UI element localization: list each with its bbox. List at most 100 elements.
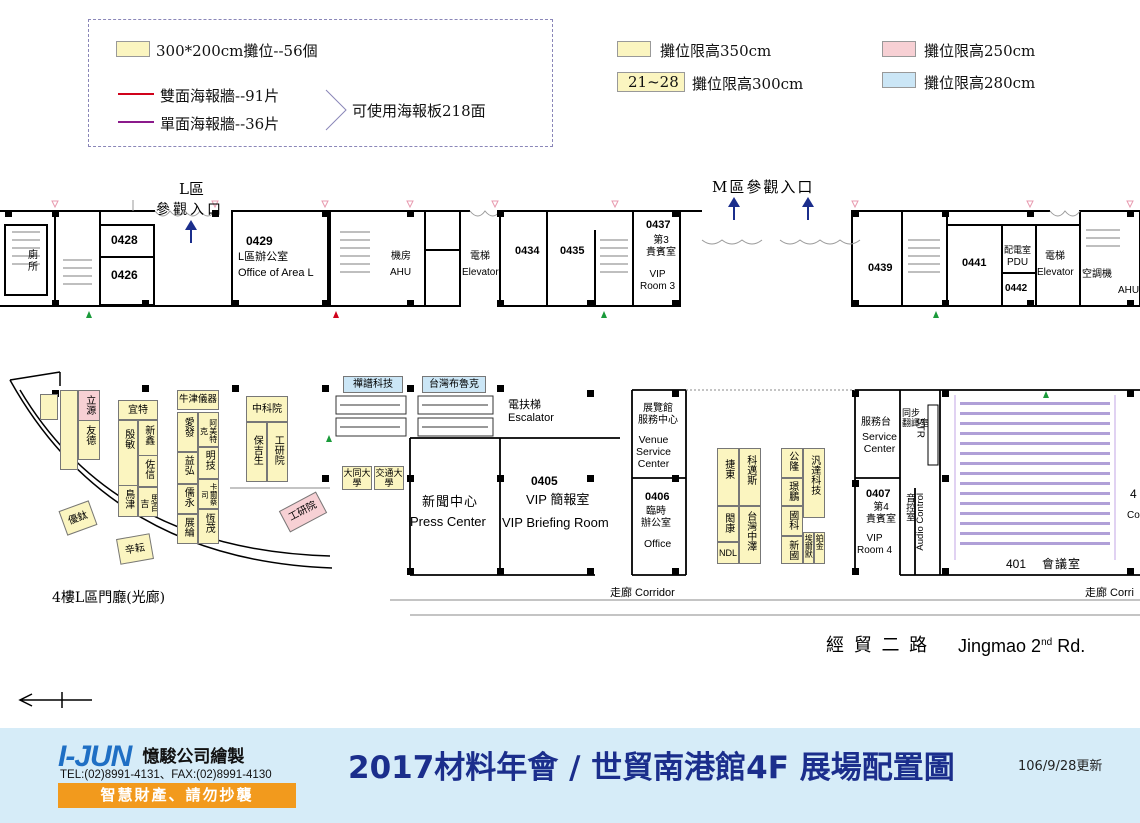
company-name: 憶駿公司繪製 (142, 747, 245, 767)
room-0429: 0429 (246, 234, 273, 248)
ahu-1-cn: 機房 (391, 251, 411, 262)
legend-poster-total: 可使用海報板218面 (352, 102, 486, 120)
legend-h280: 攤位限高280cm (924, 74, 1036, 92)
room-0434: 0434 (515, 245, 540, 257)
room-0406: 0406 (645, 491, 670, 503)
booth-label: 新國 (786, 540, 798, 560)
room-0405-cn: VIP 簡報室 (526, 492, 590, 507)
legend-purple-line (118, 121, 154, 123)
booth-fanda: 汎達科技 (803, 448, 825, 518)
booth-label: 阿美特克 (199, 418, 218, 443)
elevator-2-en: Elevator (1037, 267, 1074, 278)
booth-label: 宜特 (128, 405, 148, 416)
booth-label: 辛耘 (124, 542, 146, 557)
road-name-main: Jingmao 2 (958, 636, 1042, 656)
room-0406-cn: 臨時 辦公室 (641, 506, 671, 529)
update-date: 106/9/28更新 (1018, 759, 1103, 774)
audio-control-en: Audio Control (915, 493, 926, 551)
road-name-sup: nd (1041, 637, 1053, 648)
booth-label: 埃爾默 (804, 534, 814, 558)
room-0406-en: Office (644, 538, 672, 550)
booth-label: 捷東 (722, 459, 734, 479)
booth-yite: 宜特 (118, 400, 158, 420)
legend-standard-booth: 300*200cm攤位--56個 (156, 42, 318, 60)
legend-box (88, 19, 553, 147)
legend-h300-range: 21~28 (628, 73, 679, 91)
room-0437: 0437 (646, 219, 671, 231)
legend-red-line (118, 93, 154, 95)
legend-single-poster: 單面海報牆--36片 (160, 115, 280, 133)
booth-54 (40, 394, 58, 420)
service-counter-cn: 服務台 (861, 417, 891, 428)
booth-label: 佐信 (142, 459, 154, 479)
legend-swatch-250 (882, 41, 916, 57)
booth-label: 鳥津 (122, 489, 134, 509)
interpretation-room: 同步 翻譯室 (902, 408, 930, 429)
corridor-1: 走廊 Corridor (610, 587, 675, 599)
road-name-cn: 經 貿 二 路 (826, 635, 930, 656)
floor-plan-walls (0, 89, 1140, 708)
booth-label: 科邁斯 (744, 455, 756, 485)
room-0435: 0435 (560, 245, 585, 257)
booth-label: 儒永 (182, 487, 194, 507)
booth-ametek: 阿美特克 (198, 412, 219, 447)
booth-baojisheng: 保吉生 (246, 422, 267, 482)
booth-label: 工研院 (272, 435, 284, 465)
room-0407-cn: 第4 貴賓室 (866, 502, 896, 525)
booth-youde: 友德 (78, 420, 100, 460)
room-401: 401 (1006, 557, 1027, 571)
legend-swatch-350 (617, 41, 651, 57)
legend-swatch-standard (116, 41, 150, 57)
room-0407: 0407 (866, 488, 891, 500)
booth-elmer: 埃爾默 (803, 532, 814, 564)
booth-label: 牛津儀器 (178, 394, 217, 405)
escalator-cn: 電扶梯 (508, 399, 541, 411)
str-label: STR (914, 418, 926, 438)
booth-label: 益弘 (182, 455, 194, 475)
booth-ruyong: 儒永 (177, 484, 198, 514)
booth-label: 鉑金 (815, 534, 825, 550)
booth-empty-left (60, 390, 78, 470)
venue-service-en: Venue Service Center (636, 434, 672, 471)
ahu-1-en: AHU (390, 267, 412, 278)
ahu-2-en: AHU (1118, 285, 1140, 296)
room-0437-cn: 第3 貴賓室 (646, 235, 676, 258)
edge-label-co: Co (1127, 510, 1140, 521)
legend-swatch-300 (617, 72, 685, 92)
booth-label: 展綸 (182, 517, 194, 537)
booth-oxford: 牛津儀器 (177, 390, 219, 410)
booth-label: 思百吉 (139, 494, 158, 512)
corridor-2: 走廊 Corri (1085, 587, 1134, 599)
service-counter-en: Service Center (862, 431, 898, 456)
booth-gonglong: 公隆 (781, 448, 803, 478)
booth-label: 明技 (203, 450, 215, 470)
l-entrance-label: 參觀入口 (156, 202, 224, 218)
booth-label: 殷敏 (122, 429, 134, 449)
booth-xinguo: 新國 (781, 536, 803, 564)
room-0439: 0439 (868, 262, 893, 274)
booth-label: 保吉生 (251, 435, 263, 465)
room-0426: 0426 (111, 268, 138, 282)
booth-kemaisi: 科邁斯 (739, 448, 761, 506)
room-0405-en: VIP Briefing Room (502, 515, 609, 530)
booth-label: 新鑫 (142, 425, 154, 445)
legend-h250: 攤位限高250cm (924, 42, 1036, 60)
road-name-en: Jingmao 2nd Rd. (958, 636, 1085, 657)
room-0407-en: VIP Room 4 (857, 533, 893, 556)
booth-nctu: 交通大學 (374, 466, 404, 490)
legend-swatch-280 (882, 72, 916, 88)
ahu-2-cn: 空調機 (1082, 269, 1112, 280)
booth-label: 優鈦 (66, 509, 90, 528)
booth-label: 立源 (83, 395, 95, 415)
pdu-en: PDU (1007, 257, 1029, 268)
room-0442: 0442 (1005, 283, 1028, 294)
booth-jingpeng: 璟鵬 (781, 478, 803, 506)
booth-label: 台灣布魯克 (429, 379, 479, 390)
pdu-cn: 配電室 (1004, 245, 1032, 255)
venue-service-cn: 展覽館 服務中心 (638, 403, 678, 426)
room-0437-en: VIP Room 3 (640, 269, 676, 292)
booth-bruker: 台灣布魯克 (422, 376, 486, 393)
road-name-end: Rd. (1052, 636, 1086, 656)
booth-label: 友德 (83, 425, 95, 445)
booth-niaojin: 鳥津 (118, 485, 138, 517)
